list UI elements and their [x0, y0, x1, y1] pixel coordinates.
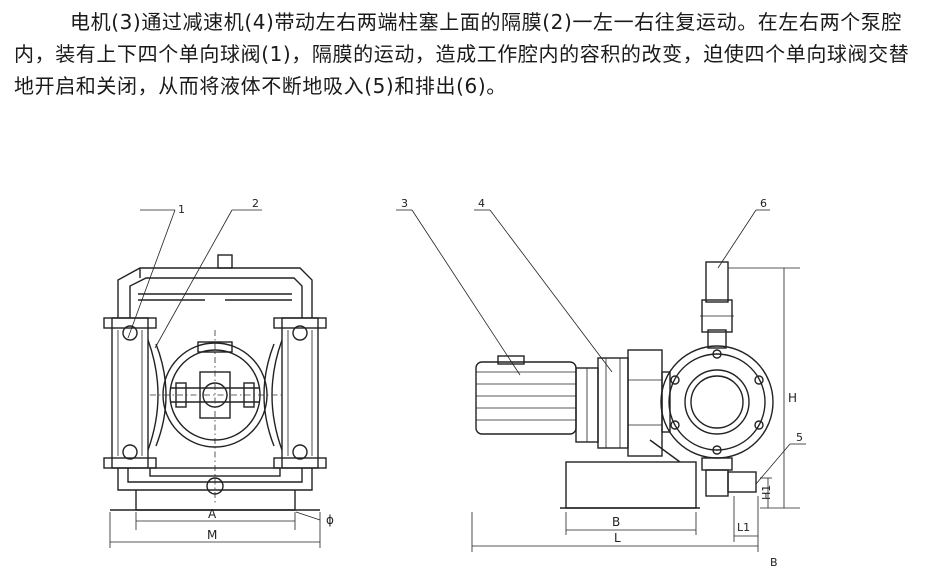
callout-2: 2	[252, 197, 259, 210]
dim-b-label: B	[612, 515, 620, 529]
side-view	[396, 209, 806, 552]
callout-5: 5	[796, 431, 803, 444]
description-paragraph: 电机(3)通过减速机(4)带动左右两端柱塞上面的隔膜(2)一左一右往复运动。在左…	[14, 10, 910, 98]
dim-a-label: A	[208, 507, 217, 521]
callout-6: 6	[760, 197, 767, 210]
front-view	[103, 209, 327, 548]
dim-m-label: M	[207, 528, 217, 542]
dim-l1-label: L1	[737, 521, 750, 534]
callout-1: 1	[178, 203, 185, 216]
callout-4: 4	[478, 197, 485, 210]
dim-l-label: L	[614, 531, 621, 545]
dim-bottom-b-label: B	[770, 556, 778, 569]
dim-h1-label: H1	[760, 485, 773, 500]
dim-phi-label: ϕ	[326, 513, 334, 527]
dim-h-label: H	[788, 391, 797, 405]
callout-3: 3	[401, 197, 408, 210]
